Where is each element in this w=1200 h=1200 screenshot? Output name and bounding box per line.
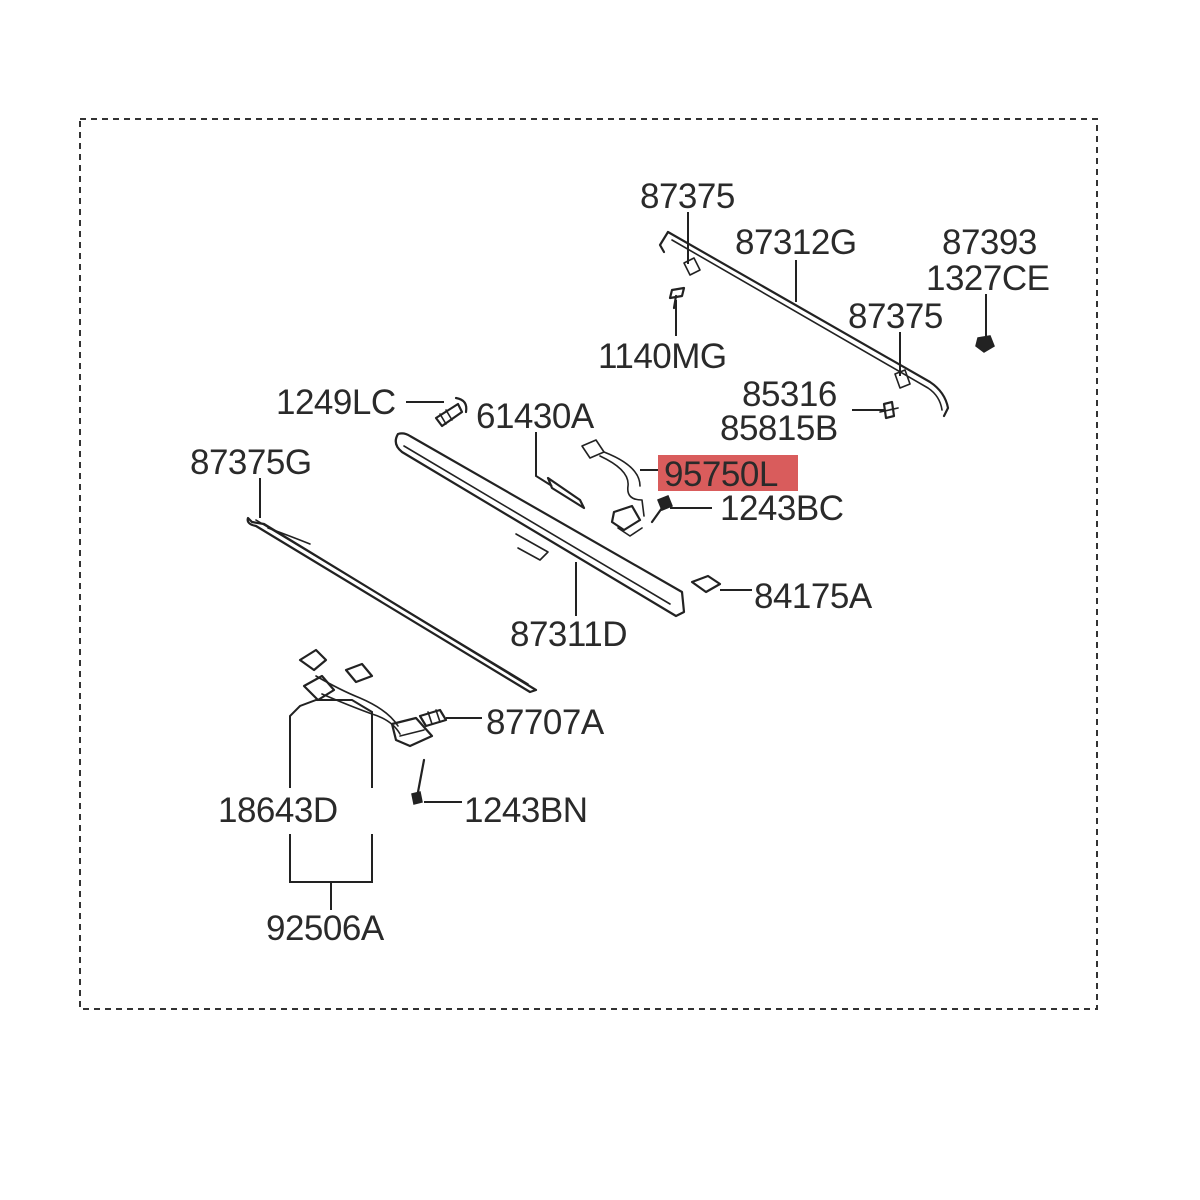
label-85815B: 85815B xyxy=(720,409,838,448)
label-1249LC: 1249LC xyxy=(276,383,396,422)
label-87375G: 87375G xyxy=(190,443,312,482)
label-87312G: 87312G xyxy=(735,223,857,262)
leader-lines xyxy=(259,212,987,910)
clip-87707A xyxy=(418,708,448,728)
label-85316: 85316 xyxy=(742,375,837,414)
harness-95750L xyxy=(581,439,645,537)
lamp-assembly-92506A xyxy=(298,648,434,748)
label-87393: 87393 xyxy=(942,223,1037,262)
rod-61430A xyxy=(546,476,586,510)
label-1327CE: 1327CE xyxy=(926,259,1049,298)
label-87311D: 87311D xyxy=(510,615,627,654)
nut-1327CE xyxy=(975,335,995,353)
garnish-87311D xyxy=(394,432,686,618)
grommet-85316 xyxy=(879,400,899,420)
label-1243BN: 1243BN xyxy=(464,791,587,830)
screw-1243BC xyxy=(650,495,673,524)
diagram-frame xyxy=(79,118,1098,1010)
label-87375-right: 87375 xyxy=(848,297,943,336)
label-1243BC: 1243BC xyxy=(720,489,843,528)
label-61430A: 61430A xyxy=(476,397,595,436)
highlight-95750L xyxy=(658,455,798,491)
label-84175A: 84175A xyxy=(754,577,873,616)
screw-1243BN xyxy=(411,758,426,805)
label-87375-top: 87375 xyxy=(640,177,735,216)
bolt-1249LC xyxy=(434,396,468,428)
strip-87375G xyxy=(246,516,538,694)
label-18643D: 18643D xyxy=(218,791,338,830)
clip-84175A xyxy=(690,574,722,594)
label-92506A: 92506A xyxy=(266,909,385,948)
label-1140MG: 1140MG xyxy=(598,337,727,376)
part-labels: 87375 87312G 87393 1327CE 87375 1140MG 8… xyxy=(190,177,1050,948)
label-87707A: 87707A xyxy=(486,703,605,742)
label-95750L: 95750L xyxy=(664,455,778,494)
strip-87312G xyxy=(658,230,950,418)
